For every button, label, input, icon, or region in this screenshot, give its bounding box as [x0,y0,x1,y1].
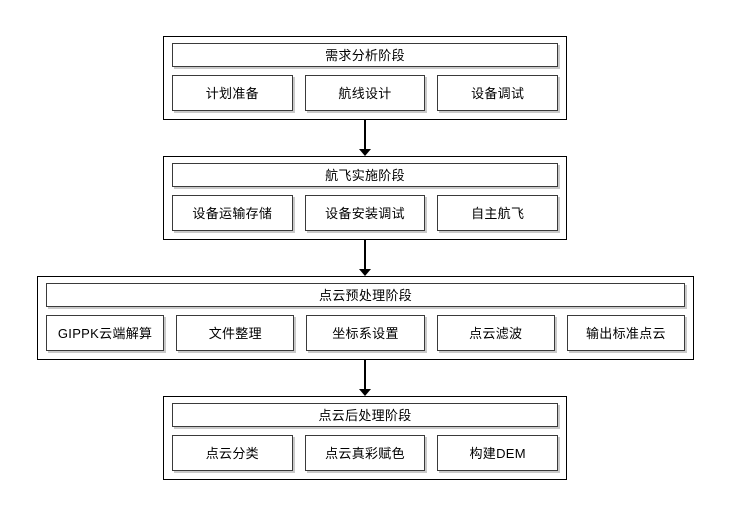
arrow-head [359,269,371,276]
arrow-shaft [364,240,366,270]
stage-title-box: 点云后处理阶段 [172,403,558,427]
step-box[interactable]: 输出标准点云 [566,315,686,351]
step-box[interactable]: 点云分类 [172,435,293,471]
stage-title-box: 航飞实施阶段 [172,163,558,187]
step-box[interactable]: 自主航飞 [437,195,559,231]
stage-steps-row: GIPPK云端解算 文件整理 坐标系设置 点云滤波 输出标准点云 [46,315,686,351]
arrow-shaft [364,360,366,390]
stage-title-box: 需求分析阶段 [172,43,558,67]
step-box[interactable]: 构建DEM [437,435,559,471]
step-box[interactable]: 航线设计 [304,75,426,111]
step-box[interactable]: 点云滤波 [436,315,555,351]
arrow-down-icon [359,360,371,396]
arrow-head [359,149,371,156]
stage-group-flight-execution: 航飞实施阶段 设备运输存储 设备安装调试 自主航飞 [163,156,567,240]
step-box[interactable]: 坐标系设置 [306,315,425,351]
arrow-down-icon [359,120,371,156]
step-box[interactable]: 计划准备 [172,75,293,111]
stage-group-requirement-analysis: 需求分析阶段 计划准备 航线设计 设备调试 [163,36,567,120]
stage-steps-row: 计划准备 航线设计 设备调试 [172,75,559,111]
step-box[interactable]: 设备调试 [437,75,559,111]
step-box[interactable]: 设备运输存储 [172,195,293,231]
arrow-head [359,389,371,396]
arrow-shaft [364,120,366,150]
stage-group-point-cloud-preprocessing: 点云预处理阶段 GIPPK云端解算 文件整理 坐标系设置 点云滤波 输出标准点云 [37,276,694,360]
stage-group-point-cloud-postprocessing: 点云后处理阶段 点云分类 点云真彩赋色 构建DEM [163,396,567,480]
stage-steps-row: 设备运输存储 设备安装调试 自主航飞 [172,195,559,231]
stage-steps-row: 点云分类 点云真彩赋色 构建DEM [172,435,559,471]
arrow-down-icon [359,240,371,276]
step-box[interactable]: 文件整理 [176,315,295,351]
step-box[interactable]: 设备安装调试 [304,195,426,231]
step-box[interactable]: GIPPK云端解算 [46,315,165,351]
step-box[interactable]: 点云真彩赋色 [304,435,426,471]
stage-title-box: 点云预处理阶段 [46,283,685,307]
